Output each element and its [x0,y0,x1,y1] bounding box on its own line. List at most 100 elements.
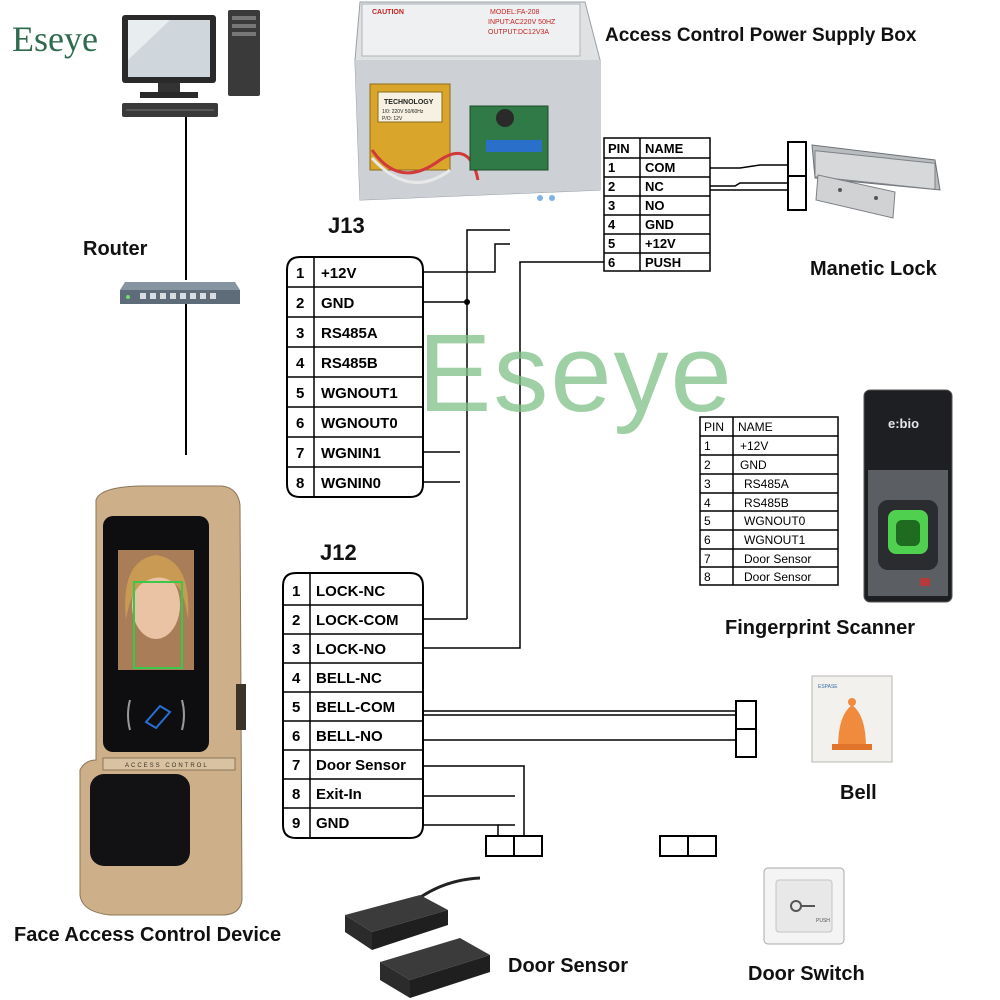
lock-wires [710,164,788,191]
fp-pin-name: WGNOUT0 [744,514,806,528]
door-switch-terminal [659,835,717,857]
j13-pin-name: WGNOUT0 [321,415,398,432]
j13-pin-number: 5 [296,385,304,402]
face-access-device-image [79,485,246,916]
j13-connector [286,256,424,498]
power-pin-number: 5 [608,236,615,251]
power-table-header-pin: PIN [608,141,630,156]
power-pin-name: +12V [645,236,676,251]
brand-logo: Eseye [12,19,98,59]
j12-pin-number: 9 [292,815,300,832]
fp-pin-name: WGNOUT1 [744,533,806,547]
fp-table-header-pin: PIN [704,420,724,434]
router-icon [120,282,240,304]
door-sensor-label: Door Sensor [508,955,629,977]
bell-brand-text: ESPASE [818,684,838,690]
fp-table-header-name: NAME [738,420,773,434]
j12-pin-name: BELL-NC [316,670,382,687]
computer-icon [122,10,260,117]
fp-pin-name: Door Sensor [744,570,811,584]
j13-pin-name: WGNOUT1 [321,385,398,402]
power-wires [423,229,604,649]
j13-pin-number: 4 [296,355,305,372]
j12-title: J12 [320,540,357,565]
bell-image [811,675,893,763]
power-pin-number: 6 [608,255,615,270]
bell-terminal [735,700,757,758]
j12-pin-name: LOCK-NC [316,583,385,600]
j13-pin-number: 2 [296,295,304,312]
transformer-line-2: P/O: 12V [382,116,403,122]
fingerprint-scanner-image [863,389,953,603]
router-label: Router [83,238,148,260]
watermark: Eseye [418,312,734,435]
j12-pin-name: GND [316,815,350,832]
j12-pin-name: BELL-COM [316,699,395,716]
output-text: OUTPUT:DC12V3A [488,29,549,36]
j13-pin-name: RS485A [321,325,378,342]
power-pin-name: GND [645,217,674,232]
fp-pin-number: 4 [704,496,711,510]
fp-pin-number: 2 [704,458,711,472]
power-pin-number: 4 [608,217,616,232]
door-switch-image [763,867,845,945]
j12-pin-name: Door Sensor [316,757,406,774]
fp-pin-name: RS485A [744,477,789,491]
j12-pin-number: 5 [292,699,300,716]
fp-pin-name: Door Sensor [744,552,811,566]
door-sensor-terminal [485,835,543,857]
fp-pin-name: +12V [740,439,768,453]
j13-pin-name: +12V [321,265,356,282]
transformer-title: TECHNOLOGY [384,99,434,106]
sensor-switch-wires [423,765,525,836]
j13-title: J13 [328,213,365,238]
power-pin-number: 2 [608,179,615,194]
power-pin-name: COM [645,160,675,175]
j13-pin-number: 6 [296,415,304,432]
door-switch-label: Door Switch [748,963,865,985]
fp-pin-number: 8 [704,570,711,584]
j12-pin-name: LOCK-NO [316,641,386,658]
power-table-header-name: NAME [645,141,684,156]
j12-pin-number: 6 [292,728,300,745]
j12-connector [282,572,424,839]
fp-pin-number: 7 [704,552,711,566]
magnetic-lock-label: Manetic Lock [810,258,937,280]
fingerprint-scanner-label: Fingerprint Scanner [725,617,916,639]
j12-pin-name: LOCK-COM [316,612,399,629]
switch-push-text: PUSH [816,918,830,924]
junction-dot [464,299,470,305]
j13-pin-name: GND [321,295,355,312]
power-supply-label: Access Control Power Supply Box [605,25,917,46]
j13-pin-name: WGNIN0 [321,475,381,492]
fp-pin-number: 1 [704,439,711,453]
wiegand-wires [423,451,460,483]
input-text: INPUT:AC220V 50HZ [488,19,556,26]
transformer-line-1: 1/0: 220V 50/60Hz [382,109,424,115]
magnetic-lock-image [811,144,941,219]
power-pin-name: NO [645,198,665,213]
fp-pin-name: GND [740,458,767,472]
fp-brand-text: e:bio [888,416,919,431]
power-pin-number: 3 [608,198,615,213]
j12-pin-name: Exit-In [316,786,362,803]
fp-pin-name: RS485B [744,496,789,510]
j12-pin-number: 8 [292,786,300,803]
power-pin-number: 1 [608,160,615,175]
fp-pin-number: 5 [704,514,711,528]
power-pin-table [603,137,711,272]
j12-pin-name: BELL-NO [316,728,383,745]
bell-label: Bell [840,782,877,804]
power-pin-name: NC [645,179,664,194]
j13-pin-number: 7 [296,445,304,462]
model-text: MODEL:FA-208 [490,9,540,16]
face-device-band-text: ACCESS CONTROL [125,763,209,769]
caution-text: CAUTION [372,9,404,16]
power-supply-box-image [354,1,601,201]
j13-pin-number: 3 [296,325,304,342]
j12-pin-number: 3 [292,641,300,658]
magnetic-lock-terminal [787,141,807,211]
j12-pin-number: 7 [292,757,300,774]
door-sensor-image [345,876,490,998]
